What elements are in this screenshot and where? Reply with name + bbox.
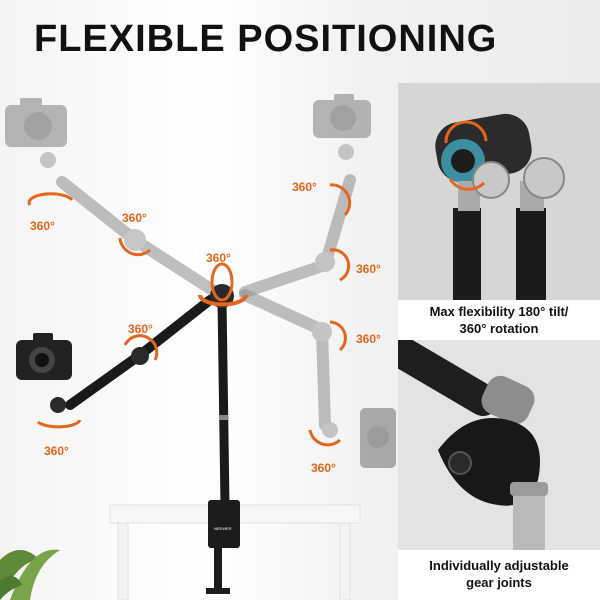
rotation-label: 360°	[292, 180, 317, 194]
rotation-label: 360°	[128, 322, 153, 336]
desk-clamp: NEEWER	[206, 500, 240, 594]
main-arm	[16, 284, 234, 506]
caption-top-line1: Max flexibility 180° tilt/	[429, 304, 569, 319]
caption-bottom-line2: gear joints	[466, 575, 532, 590]
caption-top: Max flexibility 180° tilt/ 360° rotation	[398, 303, 600, 337]
rotation-label: 360°	[122, 211, 147, 225]
caption-top-line2: 360° rotation	[459, 321, 539, 336]
caption-bottom: Individually adjustable gear joints	[398, 557, 600, 591]
ball-joint-illustration	[398, 83, 600, 300]
caption-bottom-line1: Individually adjustable	[429, 558, 569, 573]
rotation-label: 360°	[206, 251, 231, 265]
plant-decoration	[0, 549, 60, 600]
rotation-indicators	[27, 183, 352, 447]
caption-box-top: Max flexibility 180° tilt/ 360° rotation	[398, 300, 600, 340]
rotation-label: 360°	[30, 219, 55, 233]
rotation-label: 360°	[356, 262, 381, 276]
rotation-label: 360°	[311, 461, 336, 475]
detail-photo-joint-rotation	[398, 83, 600, 300]
page-title: FLEXIBLE POSITIONING	[34, 18, 498, 60]
detail-photo-gear-joint	[382, 334, 600, 550]
ghost-arm-lower-right	[239, 289, 396, 468]
caption-box-bottom: Individually adjustable gear joints	[398, 550, 600, 600]
gear-joint-illustration	[382, 334, 600, 550]
ghost-arm-upper-left	[5, 98, 226, 301]
rotation-label: 360°	[356, 332, 381, 346]
arm-positions-illustration: NEEWER 360° 360° 360° 360° 360° 360° 360…	[0, 94, 396, 600]
ghost-arm-upper-right	[239, 94, 371, 298]
clamp-brand-label: NEEWER	[214, 526, 232, 531]
rotation-label: 360°	[44, 444, 69, 458]
